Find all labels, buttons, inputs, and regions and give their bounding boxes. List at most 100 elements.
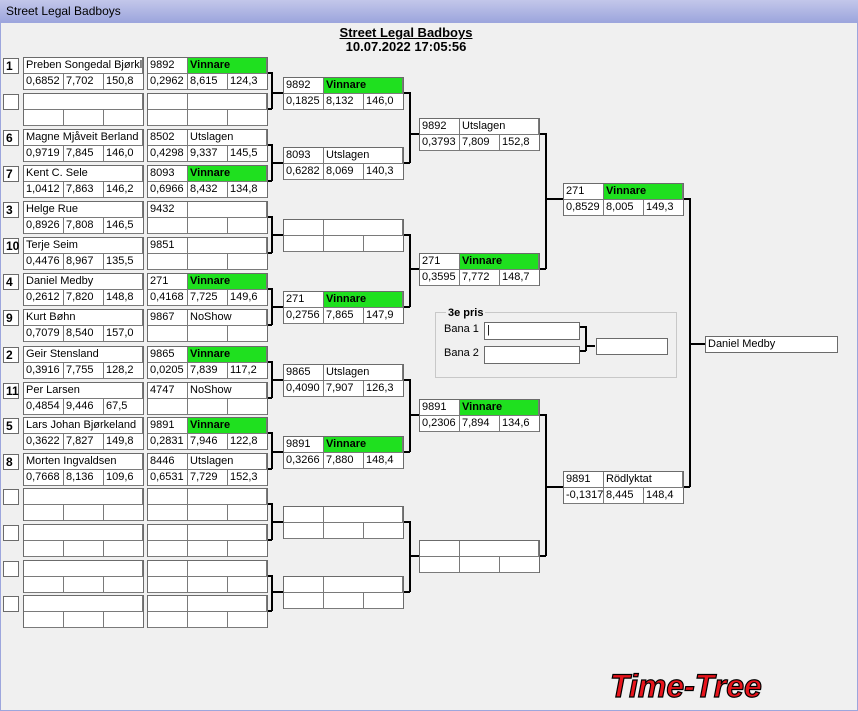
entrant-box[interactable] (23, 560, 144, 593)
bracket-connector (684, 198, 705, 488)
entrant-name: Terje Seim (24, 238, 143, 254)
reaction-time: 0,7079 (24, 326, 64, 342)
heat-result-box[interactable] (147, 488, 268, 521)
reaction-time (24, 541, 64, 557)
entrant-name (24, 525, 143, 541)
seed-box: 3 (3, 202, 19, 218)
heat-status: Vinnare (604, 184, 683, 200)
heat-result-box[interactable] (419, 540, 540, 573)
heat-result-box[interactable] (283, 506, 404, 539)
lane2-entry[interactable] (484, 346, 580, 364)
reaction-time (148, 326, 188, 342)
reaction-time: 0,2306 (420, 416, 460, 432)
entrant-name: Daniel Medby (24, 274, 143, 290)
heat-result-box[interactable]: 9851 (147, 237, 268, 270)
entrant-box[interactable] (23, 595, 144, 628)
lane1-entry[interactable]: | (484, 322, 580, 340)
heat-result-box[interactable] (283, 576, 404, 609)
reaction-time: 0,3793 (420, 135, 460, 151)
speed (104, 110, 143, 126)
reaction-time: 0,2756 (284, 308, 324, 324)
elapsed-time: 7,729 (188, 470, 228, 486)
third-place-result[interactable] (596, 338, 668, 355)
seed-box (3, 525, 19, 541)
heat-status (188, 202, 267, 218)
speed (500, 557, 539, 573)
entrant-name: Kent C. Sele (24, 166, 143, 182)
speed: 152,3 (228, 470, 267, 486)
bracket-connector (540, 133, 563, 270)
elapsed-time (64, 577, 104, 593)
bracket-connector (268, 216, 283, 254)
elapsed-time: 8,445 (604, 488, 644, 504)
entrant-box[interactable] (23, 524, 144, 557)
heat-result-box[interactable] (147, 524, 268, 557)
elapsed-time (324, 236, 364, 252)
entrant-name: Geir Stensland (24, 347, 143, 363)
elapsed-time: 9,446 (64, 399, 104, 415)
heat-result-box[interactable]: 9432 (147, 201, 268, 234)
speed (228, 110, 267, 126)
speed: 128,2 (104, 363, 143, 379)
seed-box: 10 (3, 238, 19, 254)
car-number: 9865 (148, 347, 188, 363)
car-number (284, 507, 324, 523)
reaction-time (420, 557, 460, 573)
reaction-time (24, 110, 64, 126)
speed (228, 326, 267, 342)
car-number: 271 (564, 184, 604, 200)
entrant-name (24, 489, 143, 505)
heat-result-box[interactable] (283, 219, 404, 252)
reaction-time: 0,2831 (148, 434, 188, 450)
bracket-connector (268, 72, 283, 110)
heat-result-box[interactable] (147, 93, 268, 126)
reaction-time: 0,2962 (148, 74, 188, 90)
heat-result-box[interactable] (147, 560, 268, 593)
speed: 67,5 (104, 399, 143, 415)
reaction-time (24, 577, 64, 593)
elapsed-time: 8,136 (64, 470, 104, 486)
entrant-box[interactable] (23, 93, 144, 126)
heat-result-box[interactable] (147, 595, 268, 628)
third-place-title: 3e pris (446, 307, 486, 319)
entrant-box[interactable] (23, 488, 144, 521)
speed (228, 399, 267, 415)
reaction-time: 0,4168 (148, 290, 188, 306)
final-winner-box[interactable]: Daniel Medby (705, 336, 838, 353)
entrant-name: Magne Mjåveit Berland (24, 130, 143, 146)
car-number (420, 541, 460, 557)
speed (228, 218, 267, 234)
bracket-connector (268, 432, 283, 470)
speed (364, 593, 403, 609)
